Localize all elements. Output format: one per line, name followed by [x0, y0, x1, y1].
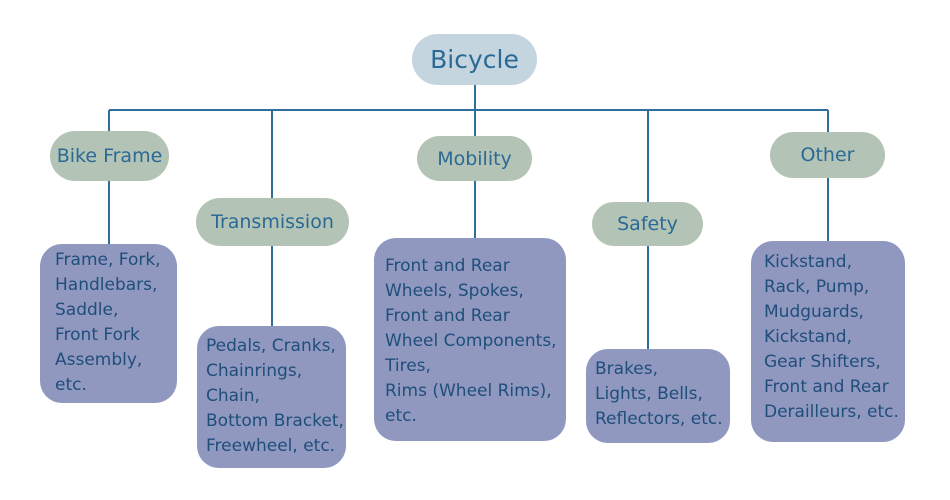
detail-line-text: Brakes, [595, 359, 659, 379]
detail-box-safety: Brakes, Lights, Bells, Reflectors, etc. [586, 349, 730, 443]
detail-line-text: Front and Rear [385, 256, 510, 276]
detail-line-text: Chain, [206, 386, 260, 406]
detail-line-text: Freewheel, etc. [206, 436, 336, 456]
category-node-label: Transmission [211, 211, 334, 233]
detail-box-other: Kickstand, Rack, Pump, Mudguards, Kickst… [751, 241, 905, 442]
detail-line-text: Tires, [385, 356, 431, 376]
detail-line-text: Wheel Components, [385, 331, 557, 351]
detail-line-text: Kickstand, [764, 327, 852, 347]
detail-line-text: Front and Rear [764, 377, 889, 397]
detail-line-text: etc. [385, 406, 417, 426]
detail-line-text: Assembly, [55, 350, 143, 370]
detail-line-text: Wheels, Spokes, [385, 281, 524, 301]
detail-line-text: Rims (Wheel Rims), [385, 381, 552, 401]
category-node-other: Other [770, 132, 885, 178]
detail-line-text: Chainrings, [206, 361, 303, 381]
detail-box-transmission: Pedals, Cranks, Chainrings, Chain, Botto… [197, 326, 346, 468]
category-node-label: Other [800, 144, 855, 166]
detail-line-text: Lights, Bells, [595, 384, 703, 404]
detail-box-mobility: Front and Rear Wheels, Spokes, Front and… [374, 238, 566, 441]
category-node-label: Bike Frame [56, 145, 163, 167]
category-node-label: Mobility [437, 147, 512, 170]
detail-line-text: Saddle, [55, 300, 119, 320]
detail-line-text: Front Fork [55, 325, 140, 345]
detail-line-text: Pedals, Cranks, [206, 336, 336, 356]
detail-line-text: Rack, Pump, [764, 277, 870, 297]
detail-line-text: Frame, Fork, [55, 250, 161, 270]
category-node-safety: Safety [592, 202, 703, 246]
detail-line-text: Gear Shifters, [764, 352, 881, 372]
category-node-label: Safety [617, 213, 678, 235]
root-node: Bicycle [412, 34, 537, 85]
category-node-transmission: Transmission [196, 198, 349, 246]
category-node-mobility: Mobility [417, 136, 532, 181]
detail-line-text: Derailleurs, etc. [764, 402, 899, 422]
detail-line-text: etc. [55, 375, 87, 395]
detail-box-bike-frame: Frame, Fork, Handlebars, Saddle, Front F… [40, 244, 177, 403]
root-node-label: Bicycle [430, 45, 519, 74]
detail-line-text: Kickstand, [764, 252, 852, 272]
detail-line-text: Mudguards, [764, 302, 864, 322]
category-node-bike-frame: Bike Frame [50, 131, 169, 181]
detail-line-text: Handlebars, [55, 275, 158, 295]
detail-line-text: Bottom Bracket, [206, 411, 344, 431]
detail-line-text: Reflectors, etc. [595, 409, 723, 429]
detail-line-text: Front and Rear [385, 306, 510, 326]
